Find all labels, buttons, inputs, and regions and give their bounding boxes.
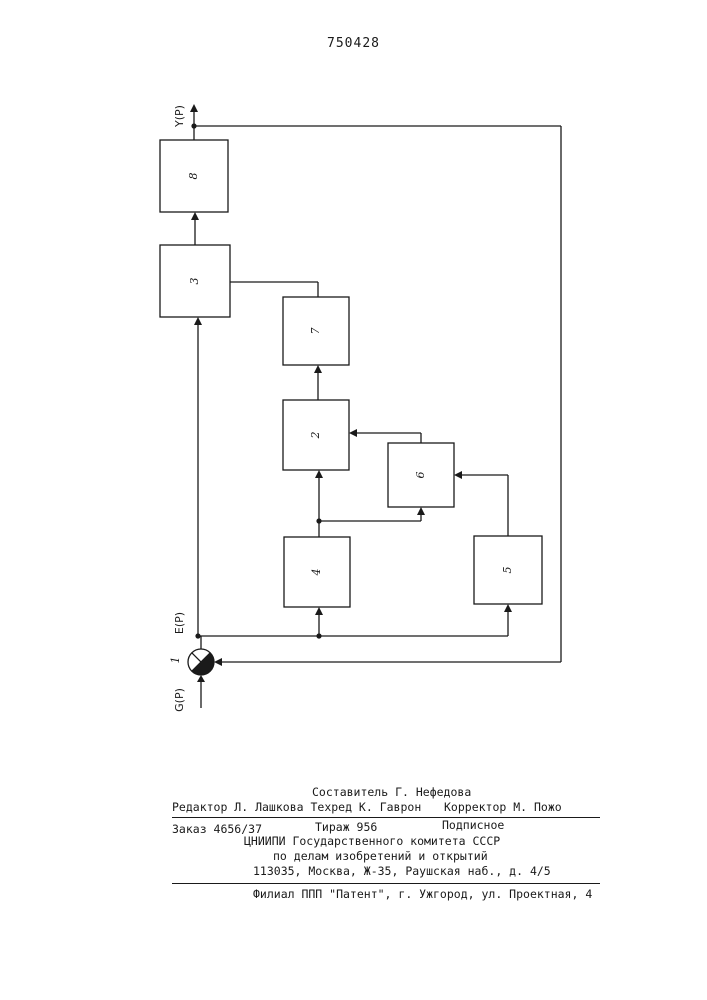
branch-address: Филиал ППП "Патент", г. Ужгород, ул. Про… xyxy=(253,887,592,901)
block-8-label: 8 xyxy=(187,173,200,180)
block-4: 4 xyxy=(284,537,350,607)
junction-error xyxy=(195,633,200,638)
signal-input-label: G(P) xyxy=(173,688,186,712)
institute-address: 113035, Москва, Ж-35, Раушская наб., д. … xyxy=(253,864,551,878)
signal-error-label: E(P) xyxy=(173,612,186,634)
connection-lines xyxy=(190,104,561,708)
junction-block4 xyxy=(316,633,321,638)
block-4-label: 4 xyxy=(310,569,323,577)
junction-output xyxy=(191,123,196,128)
institute-name: ЦНИИПИ Государственного комитета СССР xyxy=(244,834,500,848)
summing-node xyxy=(188,649,214,675)
footer-rule-bottom xyxy=(172,883,600,884)
summing-node-label: 1 xyxy=(169,657,182,664)
block-7-label: 7 xyxy=(309,328,322,335)
compiler-line: Составитель Г. Нефедова xyxy=(312,785,471,799)
junction-block2-block6 xyxy=(316,518,321,523)
block-8: 8 xyxy=(160,140,228,212)
corrector-line: Корректор М. Пожо xyxy=(444,800,562,814)
block-3: 3 xyxy=(160,245,230,317)
signal-output-label: Y(P) xyxy=(173,105,186,128)
footer-rule-top xyxy=(172,817,600,818)
institute-subtitle: по делам изобретений и открытий xyxy=(273,849,488,863)
block-2: 2 xyxy=(283,400,349,470)
block-6: 6 xyxy=(388,443,454,507)
subscription: Подписное xyxy=(442,818,504,832)
block-5: 5 xyxy=(474,536,542,604)
editor-line: Редактор Л. Лашкова Техред К. Гаврон xyxy=(172,800,421,814)
block-2-label: 2 xyxy=(309,432,322,440)
block-7: 7 xyxy=(283,297,349,365)
circulation: Тираж 956 xyxy=(315,820,377,834)
block-5-label: 5 xyxy=(501,567,514,574)
block-3-label: 3 xyxy=(188,278,201,285)
block-6-label: 6 xyxy=(414,472,427,479)
